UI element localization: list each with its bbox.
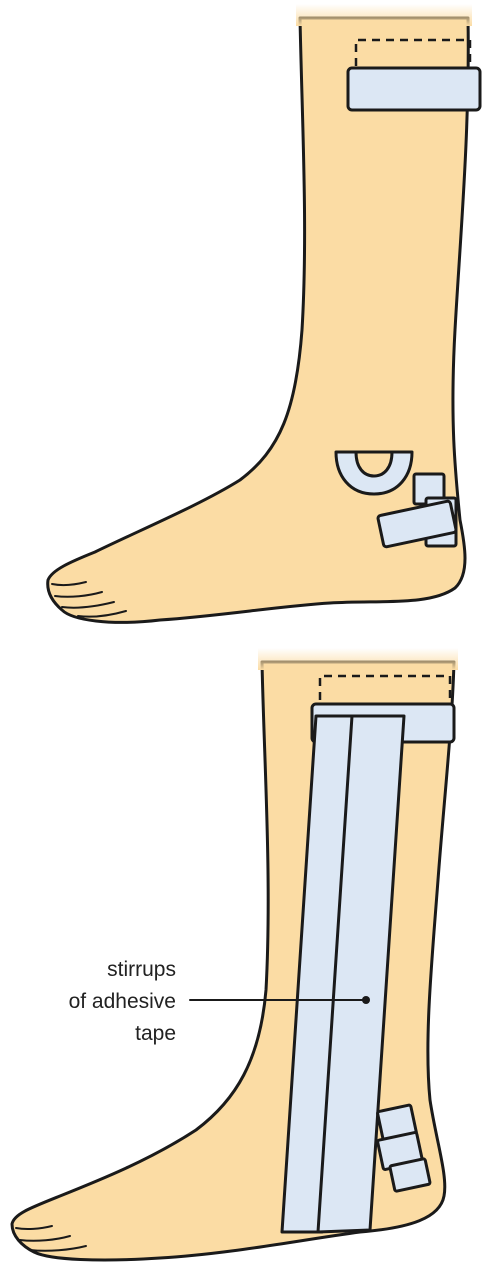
annotation-label-line-1: stirrups bbox=[107, 958, 176, 981]
top-panel-leg bbox=[48, 4, 480, 622]
bottom-leg-fade bbox=[258, 648, 458, 670]
bottom-panel-leg: stirrups of adhesive tape bbox=[12, 648, 458, 1260]
annotation-label-line-2: of adhesive bbox=[69, 990, 176, 1013]
top-anchor-tape bbox=[348, 68, 480, 110]
bottom-heel-strip-lower bbox=[390, 1159, 431, 1192]
top-leg-fade bbox=[296, 4, 472, 26]
annotation-leader-dot bbox=[362, 996, 370, 1004]
annotation-label-line-3: tape bbox=[135, 1022, 176, 1045]
